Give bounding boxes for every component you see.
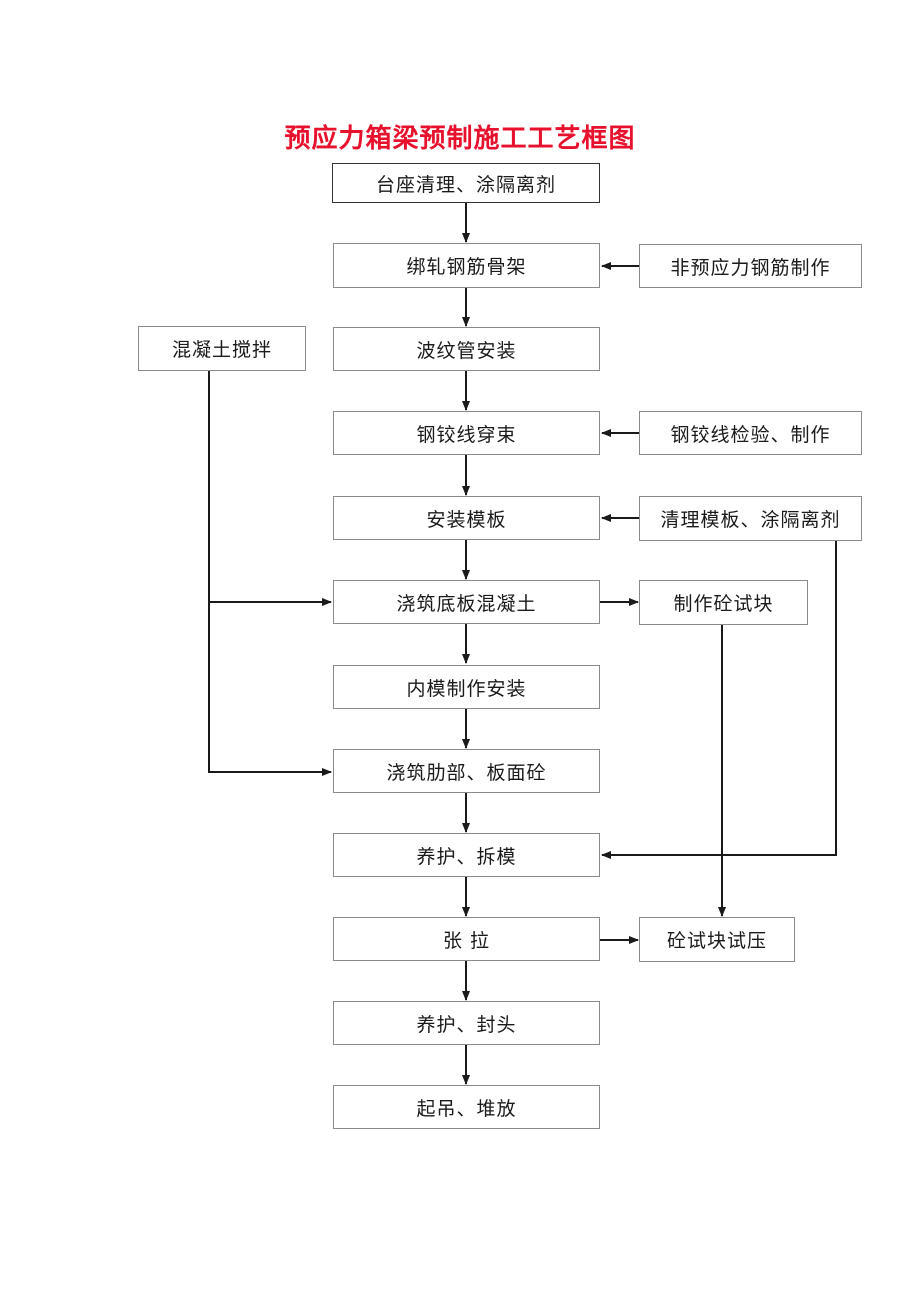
node-n11[interactable]: 养护、封头: [333, 1001, 600, 1045]
node-R5-test-cube-press[interactable]: 砼试块试压: [639, 917, 795, 962]
node-n7[interactable]: 内模制作安装: [333, 665, 600, 709]
node-R3-formwork-cleaning[interactable]: 清理模板、涂隔离剂: [639, 496, 862, 541]
node-R4-make-test-cube[interactable]: 制作砼试块: [639, 580, 808, 625]
node-label: 砼试块试压: [666, 930, 767, 952]
node-label: 内模制作安装: [406, 677, 527, 700]
node-label: 浇筑肋部、板面砼: [386, 761, 547, 784]
node-n12[interactable]: 起吊、堆放: [333, 1085, 600, 1129]
node-label: 养护、封头: [416, 1013, 517, 1036]
node-label: 钢铰线穿束: [416, 423, 517, 446]
node-label: 混凝土搅拌: [171, 339, 272, 361]
node-label: 台座清理、涂隔离剂: [375, 173, 556, 196]
node-label: 安装模板: [426, 508, 507, 531]
node-n3[interactable]: 波纹管安装: [333, 327, 600, 371]
node-label: 张 拉: [442, 929, 491, 952]
node-n4[interactable]: 钢铰线穿束: [333, 411, 600, 455]
node-label: 养护、拆模: [416, 845, 517, 868]
node-n5[interactable]: 安装模板: [333, 496, 600, 540]
node-n8[interactable]: 浇筑肋部、板面砼: [333, 749, 600, 793]
page-title: 预应力箱梁预制施工工艺框图: [284, 124, 636, 154]
node-n2[interactable]: 绑轧钢筋骨架: [333, 243, 600, 288]
node-n6[interactable]: 浇筑底板混凝土: [333, 580, 600, 624]
connector-L1-n6: [208, 371, 332, 606]
node-label: 清理模板、涂隔离剂: [660, 509, 841, 531]
node-label: 钢铰线检验、制作: [670, 423, 831, 446]
node-label: 起吊、堆放: [416, 1097, 517, 1120]
node-label: 浇筑底板混凝土: [396, 592, 537, 615]
node-n1[interactable]: 台座清理、涂隔离剂: [332, 163, 600, 203]
connector-L1-n8: [208, 602, 332, 776]
node-label: 波纹管安装: [416, 339, 517, 362]
node-label: 制作砼试块: [673, 593, 774, 615]
node-n9[interactable]: 养护、拆模: [333, 833, 600, 877]
node-label: 绑轧钢筋骨架: [406, 256, 527, 278]
node-L1-concrete-mixing[interactable]: 混凝土搅拌: [138, 326, 306, 371]
node-R2-strand-inspection[interactable]: 钢铰线检验、制作: [639, 411, 862, 455]
node-R1-rebar-fabrication[interactable]: 非预应力钢筋制作: [639, 244, 862, 288]
node-n10[interactable]: 张 拉: [333, 917, 600, 961]
node-label: 非预应力钢筋制作: [670, 256, 831, 279]
